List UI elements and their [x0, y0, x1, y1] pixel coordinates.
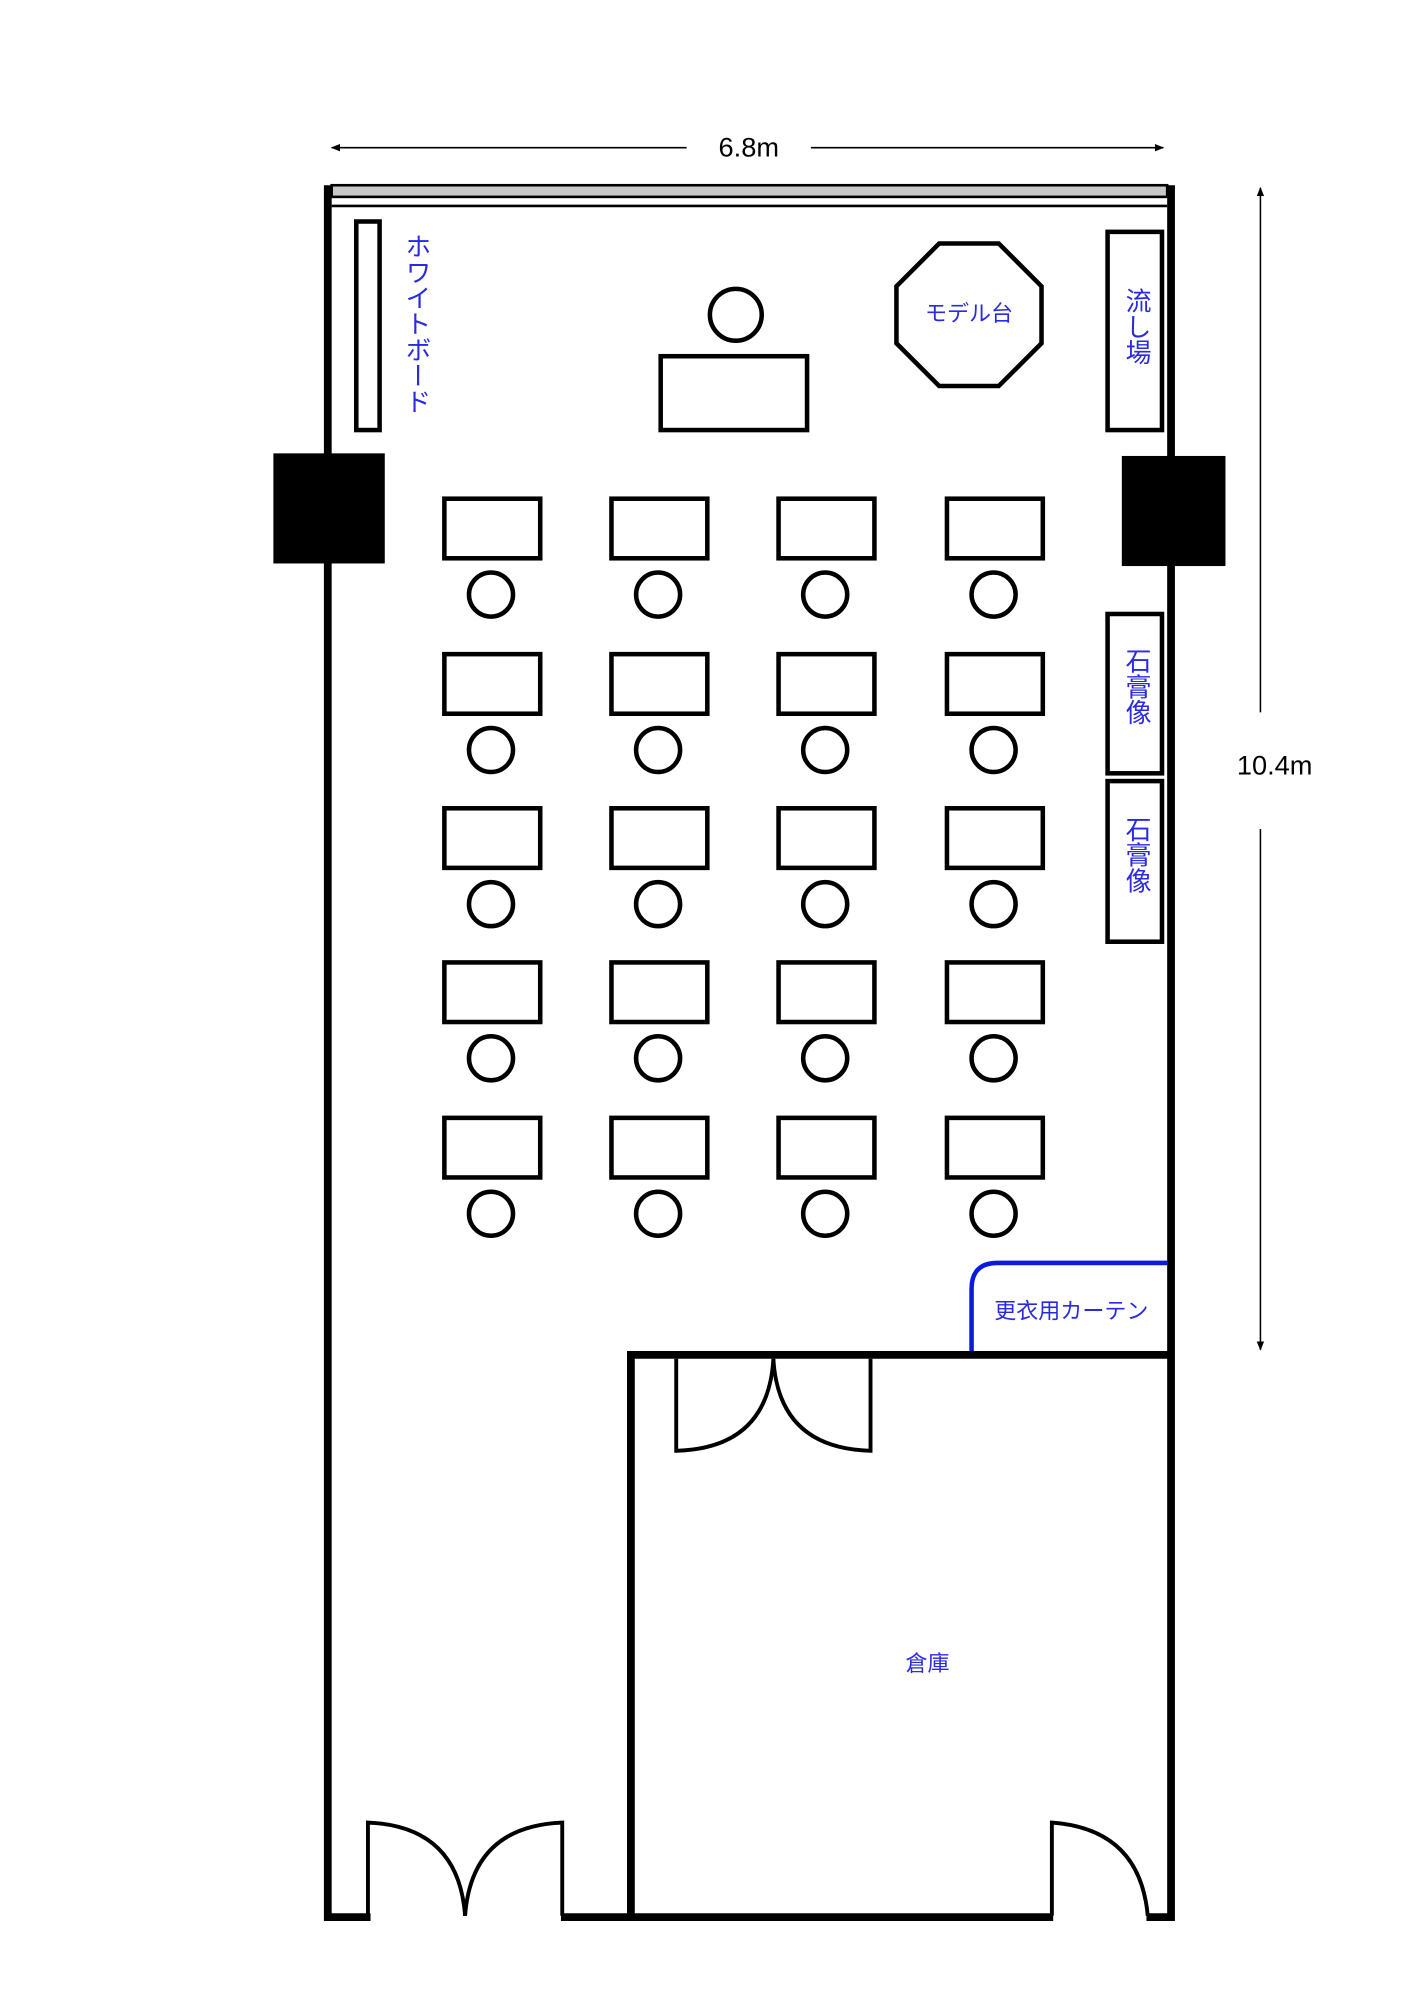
plaster-statue-2	[1105, 778, 1165, 944]
student-chair	[466, 879, 516, 929]
height-label: 10.4m	[1237, 750, 1313, 781]
student-desk	[442, 651, 543, 716]
student-chair	[800, 725, 850, 775]
student-chair	[633, 725, 683, 775]
student-desk	[944, 651, 1046, 716]
student-desk	[442, 960, 543, 1025]
student-desk	[776, 1115, 877, 1180]
whiteboard	[354, 219, 382, 433]
student-desk	[944, 1115, 1046, 1180]
storage-exit-door[interactable]	[1049, 1820, 1150, 1923]
storage-wall	[627, 1351, 1172, 1918]
teacher-desk	[658, 353, 810, 433]
student-chair	[969, 1034, 1018, 1083]
student-chair	[800, 570, 850, 619]
plaster-statue-1-label: 石膏像	[1121, 648, 1151, 726]
student-desk	[442, 1115, 543, 1180]
teacher-chair	[707, 286, 764, 343]
model-stand	[894, 241, 1044, 389]
student-chair	[800, 1034, 850, 1083]
student-chair	[466, 725, 516, 775]
width-label: 6.8m	[719, 132, 779, 163]
storage-double-door[interactable]	[674, 1358, 873, 1453]
changing-curtain-label: 更衣用カーテン	[994, 1300, 1148, 1325]
height-dimension: 10.4m	[1237, 186, 1313, 1351]
student-chair	[969, 1189, 1018, 1239]
outer-wall	[323, 185, 1175, 1921]
plaster-statue-2-label: 石膏像	[1121, 816, 1151, 894]
student-chair	[633, 570, 683, 619]
student-chair	[969, 570, 1018, 619]
student-desk	[776, 496, 877, 561]
model-stand-label: モデル台	[925, 302, 1013, 327]
student-chair	[969, 725, 1018, 775]
student-desk	[609, 496, 710, 561]
student-chair	[466, 1034, 516, 1083]
pillar-right	[1121, 455, 1226, 567]
student-desk	[609, 960, 710, 1025]
student-chair	[466, 570, 516, 619]
student-desk	[776, 651, 877, 716]
student-desk	[609, 806, 710, 871]
student-desks	[442, 496, 1046, 1239]
student-chair	[633, 879, 683, 929]
student-desk	[609, 651, 710, 716]
student-desk	[776, 960, 877, 1025]
student-desk	[442, 806, 543, 871]
width-dimension: 6.8m	[330, 132, 1165, 163]
pillar-left	[273, 453, 385, 564]
student-desk	[944, 960, 1046, 1025]
student-desk	[944, 806, 1046, 871]
sink-label: 流し場	[1121, 287, 1151, 365]
whiteboard-label: ホワイトボード	[401, 233, 431, 414]
student-desk	[944, 496, 1046, 561]
student-desk	[609, 1115, 710, 1180]
student-chair	[633, 1189, 683, 1239]
student-desk	[776, 806, 877, 871]
student-chair	[633, 1034, 683, 1083]
student-chair	[800, 879, 850, 929]
window	[330, 183, 1169, 208]
student-chair	[466, 1189, 516, 1239]
student-chair	[800, 1189, 850, 1239]
entrance-double-door[interactable]	[365, 1820, 565, 1923]
plaster-statue-1	[1105, 611, 1165, 776]
storage-label: 倉庫	[906, 1652, 950, 1677]
sink	[1105, 229, 1165, 433]
student-chair	[969, 879, 1018, 929]
student-desk	[442, 496, 543, 561]
changing-curtain	[969, 1260, 1168, 1354]
